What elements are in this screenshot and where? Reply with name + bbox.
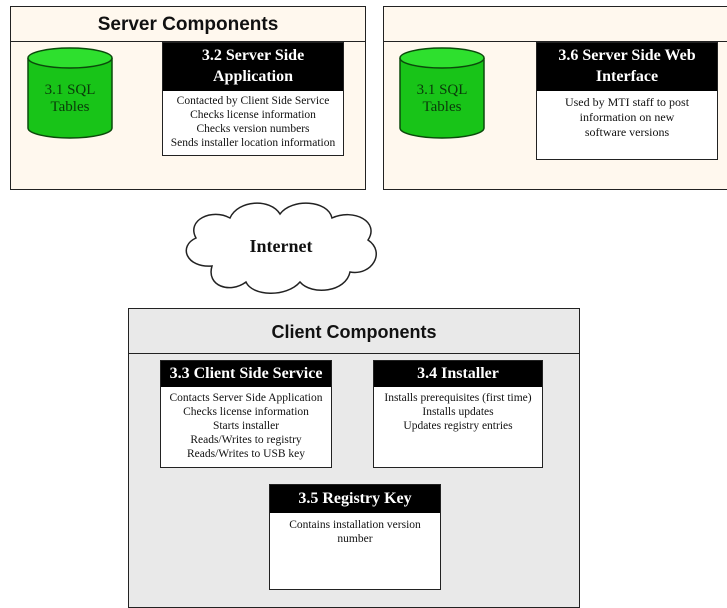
description-line: number: [337, 533, 373, 545]
sql-tables-database-icon: 3.1 SQL Tables: [399, 47, 485, 139]
description-line: Updates registry entries: [403, 420, 513, 432]
registry-key-description: Contains installation version number: [270, 513, 440, 546]
server-side-web-interface-title-line2: Interface: [595, 68, 659, 85]
sql-tables-label-line2: Tables: [51, 99, 90, 115]
description-line: Reads/Writes to registry: [190, 434, 302, 446]
installer-description: Installs prerequisites (first time) Inst…: [374, 387, 542, 433]
sql-tables-label-line2: Tables: [423, 99, 462, 115]
description-line: Starts installer: [212, 420, 280, 432]
description-line: information on new: [579, 110, 675, 124]
server-side-web-interface-box: 3.6 Server Side Web Interface Used by MT…: [536, 42, 718, 160]
server-side-application-title-line1: 3.2 Server Side: [201, 47, 305, 64]
description-line: Reads/Writes to USB key: [186, 448, 306, 460]
server-side-application-description: Contacted by Client Side Service Checks …: [163, 91, 343, 150]
description-line: Contacts Server Side Application: [169, 392, 323, 404]
internet-cloud-icon: [185, 202, 377, 294]
server-side-web-interface-title-line1: 3.6 Server Side Web: [558, 47, 696, 64]
server-side-application-box: 3.2 Server Side Application Contacted by…: [162, 42, 344, 156]
server-title-separator: [11, 41, 365, 42]
description-line: Checks license information: [183, 406, 309, 418]
client-components-title: Client Components: [271, 322, 437, 342]
sql-tables-database-icon: 3.1 SQL Tables: [27, 47, 113, 139]
description-line: software versions: [584, 125, 670, 139]
sql-tables-label-line1: 3.1 SQL: [45, 82, 96, 98]
server-components-title: Server Components: [97, 14, 279, 35]
installer-title: 3.4 Installer: [374, 361, 542, 387]
description-line: Installs updates: [422, 406, 494, 418]
client-title-separator: [129, 353, 579, 354]
description-line: Contacted by Client Side Service: [176, 95, 330, 107]
client-side-service-title: 3.3 Client Side Service: [161, 361, 331, 387]
description-line: Installs prerequisites (first time): [384, 392, 532, 404]
description-line: Used by MTI staff to post: [564, 95, 690, 109]
sql-tables-label-line1: 3.1 SQL: [417, 82, 468, 98]
server-side-application-title: 3.2 Server Side Application: [163, 43, 343, 91]
client-side-service-description: Contacts Server Side Application Checks …: [161, 387, 331, 461]
internet-label: Internet: [249, 236, 313, 256]
server-side-web-interface-description: Used by MTI staff to post information on…: [537, 91, 717, 140]
client-side-service-box: 3.3 Client Side Service Contacts Server …: [160, 360, 332, 468]
server-right-title-separator: [384, 41, 727, 42]
description-line: Sends installer location information: [170, 137, 336, 149]
description-line: Checks version numbers: [196, 123, 310, 135]
description-line: Checks license information: [190, 109, 316, 121]
server-side-application-title-line2: Application: [212, 68, 293, 85]
installer-box: 3.4 Installer Installs prerequisites (fi…: [373, 360, 543, 468]
registry-key-title: 3.5 Registry Key: [270, 485, 440, 513]
description-line: Contains installation version: [289, 519, 421, 531]
server-side-web-interface-title: 3.6 Server Side Web Interface: [537, 43, 717, 91]
registry-key-box: 3.5 Registry Key Contains installation v…: [269, 484, 441, 590]
